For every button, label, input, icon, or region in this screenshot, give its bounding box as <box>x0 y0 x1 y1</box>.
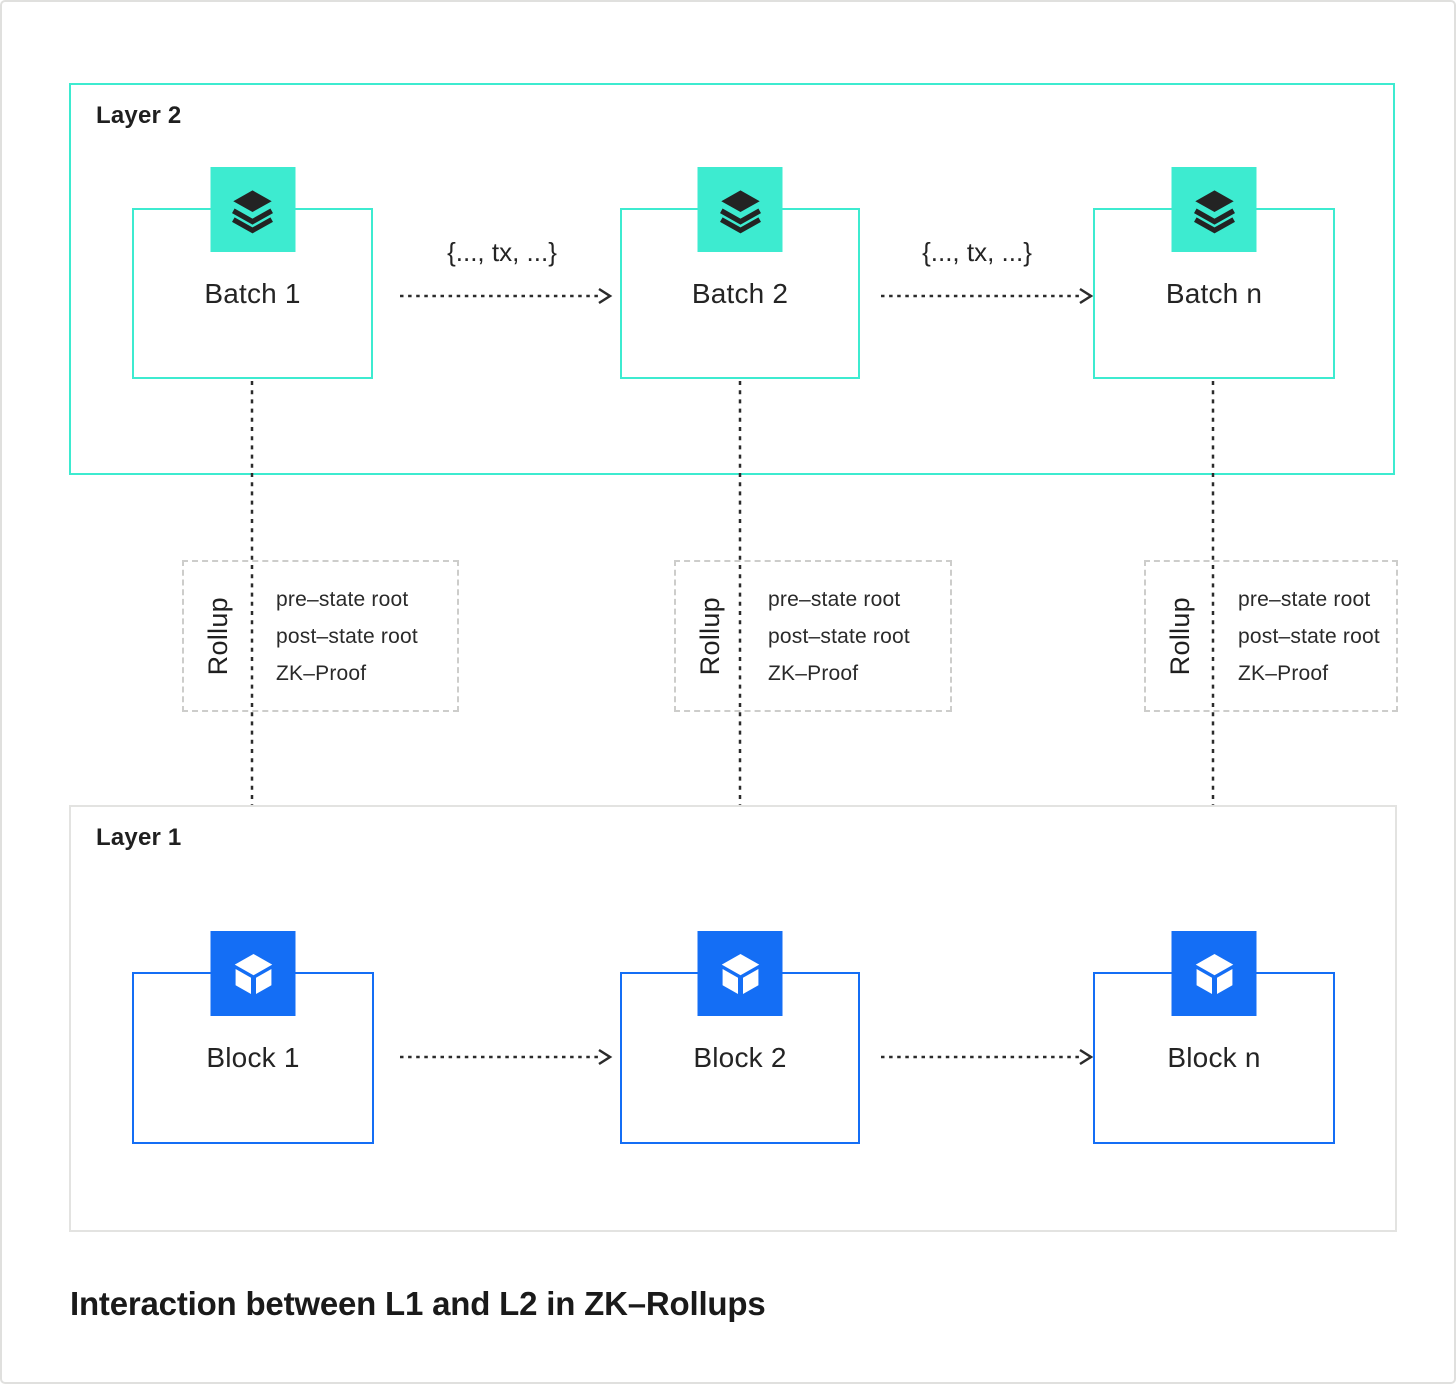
layers-icon <box>1171 167 1257 252</box>
cube-icon <box>210 931 296 1016</box>
block-2-label: Block 2 <box>693 1042 787 1073</box>
tx-label-1: {..., tx, ...} <box>447 237 557 267</box>
arrow-right-dashed-2 <box>881 287 1094 305</box>
cube-icon <box>1171 931 1257 1016</box>
rollup-line-pre-state-root: pre–state root <box>276 587 409 611</box>
rollup-line-zk-proof: ZK–Proof <box>768 661 859 685</box>
rollup-line-pre-state-root: pre–state root <box>1238 587 1371 611</box>
rollup-line-post-state-root: post–state root <box>1238 624 1380 648</box>
cube-icon <box>697 931 783 1016</box>
rollup-box-3: Rollup pre–state root post–state root ZK… <box>1144 560 1398 712</box>
rollup-line-zk-proof: ZK–Proof <box>276 661 367 685</box>
tx-label-2: {..., tx, ...} <box>922 237 1032 267</box>
block-1-label: Block 1 <box>206 1042 300 1073</box>
batch-n-node: Batch n <box>1093 167 1335 379</box>
arrow-right-dashed-4 <box>881 1048 1094 1066</box>
rollup-box-1: Rollup pre–state root post–state root ZK… <box>182 560 459 712</box>
block-n-label: Block n <box>1167 1042 1261 1073</box>
rollup-rotated-label: Rollup <box>1164 596 1195 676</box>
layer2-label: Layer 2 <box>96 102 182 129</box>
batch-1-node: Batch 1 <box>132 167 373 379</box>
block-2-node: Block 2 <box>620 931 860 1144</box>
rollup-line-pre-state-root: pre–state root <box>768 587 901 611</box>
layer1-label: Layer 1 <box>96 824 182 851</box>
rollup-rotated-label: Rollup <box>694 596 725 676</box>
layers-icon <box>697 167 783 252</box>
rollup-line-post-state-root: post–state root <box>276 624 418 648</box>
layer1-panel: Layer 1 Block 1 <box>69 805 1397 1232</box>
rollup-rotated-label: Rollup <box>202 596 233 676</box>
batch-2-node: Batch 2 <box>620 167 860 379</box>
layers-icon <box>210 167 295 252</box>
rollup-line-post-state-root: post–state root <box>768 624 910 648</box>
rollup-box-2: Rollup pre–state root post–state root ZK… <box>674 560 952 712</box>
arrow-right-dashed-3 <box>400 1048 613 1066</box>
batch-n-label: Batch n <box>1165 277 1263 309</box>
batch-1-label: Batch 1 <box>204 277 301 309</box>
layer2-panel: Layer 2 Batch 1 {..., tx, ...} <box>69 83 1395 475</box>
arrow-right-dashed-1 <box>400 287 613 305</box>
rollup-line-zk-proof: ZK–Proof <box>1238 661 1329 685</box>
block-1-node: Block 1 <box>132 931 374 1144</box>
batch-2-label: Batch 2 <box>691 277 789 309</box>
block-n-node: Block n <box>1093 931 1335 1144</box>
diagram-title: Interaction between L1 and L2 in ZK–Roll… <box>70 1285 766 1322</box>
